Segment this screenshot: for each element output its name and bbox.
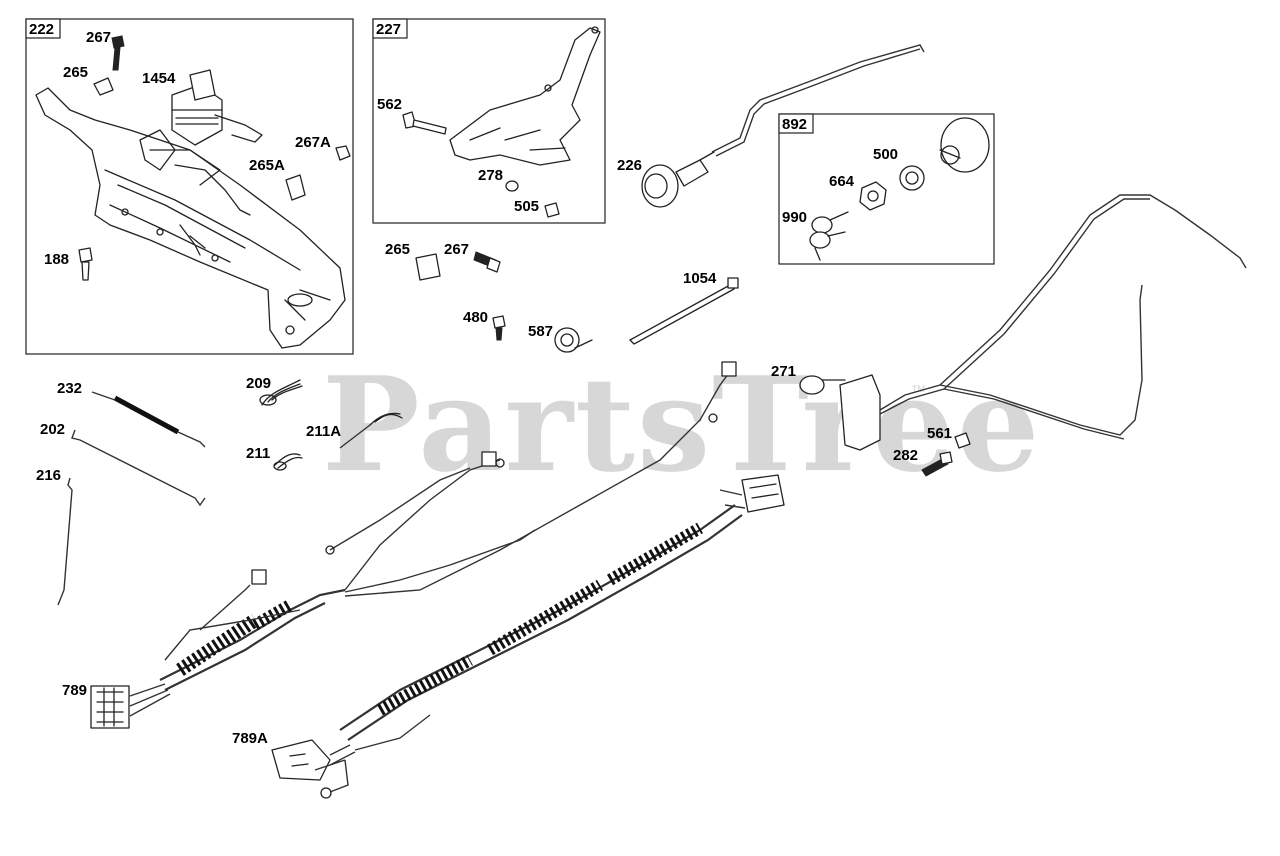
part-265-clip-b xyxy=(415,253,441,281)
callout-562[interactable]: 562 xyxy=(377,96,402,113)
callout-265-b[interactable]: 265 xyxy=(385,241,410,258)
part-202-rod xyxy=(71,429,206,507)
part-211-spring xyxy=(273,453,303,471)
callout-587[interactable]: 587 xyxy=(528,323,553,340)
part-267-bolt-b xyxy=(473,251,501,273)
ignition-switch xyxy=(939,117,990,173)
callout-480[interactable]: 480 xyxy=(463,309,488,326)
callout-267A[interactable]: 267A xyxy=(295,134,331,151)
part-265A-clip xyxy=(285,174,306,201)
callout-500[interactable]: 500 xyxy=(873,146,898,163)
group-892-frame xyxy=(778,113,995,265)
part-480-screw xyxy=(492,315,506,341)
callout-188[interactable]: 188 xyxy=(44,251,69,268)
group-892[interactable]: 892 xyxy=(778,113,995,265)
callout-271[interactable]: 271 xyxy=(771,363,796,380)
part-267-bolt xyxy=(111,35,125,71)
callout-211[interactable]: 211 xyxy=(246,445,270,462)
callout-209[interactable]: 209 xyxy=(246,375,271,392)
part-1054-cable-tie xyxy=(629,277,739,345)
part-226-cable xyxy=(641,44,925,208)
callout-265A[interactable]: 265A xyxy=(249,157,285,174)
part-267A-nut xyxy=(335,145,351,161)
part-216-rod xyxy=(57,477,73,606)
callout-202[interactable]: 202 xyxy=(40,421,65,438)
callout-561[interactable]: 561 xyxy=(927,425,952,442)
part-1454-switch xyxy=(171,69,263,146)
watermark: PartsTree xyxy=(322,348,1041,501)
part-188-bolt xyxy=(78,247,93,281)
part-990-keys xyxy=(809,211,849,261)
callout-265[interactable]: 265 xyxy=(63,64,88,81)
callout-664[interactable]: 664 xyxy=(829,173,855,190)
part-562-bolt xyxy=(402,111,447,135)
callout-1454[interactable]: 1454 xyxy=(142,70,176,87)
part-282-bolt xyxy=(921,451,953,477)
watermark-trademark: TM xyxy=(912,384,925,394)
throttle-lever-bracket xyxy=(449,26,601,166)
group-227[interactable]: 227 xyxy=(372,18,606,224)
callout-990[interactable]: 990 xyxy=(782,209,807,226)
group-227-tag xyxy=(372,18,408,39)
part-664-nut xyxy=(859,181,887,211)
group-892-tag xyxy=(778,113,814,134)
part-211A-spring xyxy=(339,412,403,449)
group-227-frame xyxy=(372,18,606,224)
callout-226[interactable]: 226 xyxy=(617,157,642,174)
group-227-label: 227 xyxy=(376,21,401,38)
part-278-washer xyxy=(505,180,519,192)
callout-267[interactable]: 267 xyxy=(86,29,111,46)
callout-1054[interactable]: 1054 xyxy=(683,270,717,287)
part-265-clip xyxy=(93,77,114,96)
group-222-frame xyxy=(25,18,354,355)
callout-267-b[interactable]: 267 xyxy=(444,241,469,258)
part-232-spring xyxy=(91,391,206,448)
part-505-nut xyxy=(544,202,560,218)
part-789-harness xyxy=(90,361,737,729)
part-500-lockwasher xyxy=(899,165,925,191)
callout-789[interactable]: 789 xyxy=(62,682,87,699)
part-209-spring xyxy=(259,379,303,406)
callout-789A[interactable]: 789A xyxy=(232,730,268,747)
callout-211A[interactable]: 211A xyxy=(306,423,341,440)
group-222[interactable]: 222 xyxy=(25,18,354,355)
group-892-label: 892 xyxy=(782,116,807,133)
callout-282[interactable]: 282 xyxy=(893,447,918,464)
callout-278[interactable]: 278 xyxy=(478,167,503,184)
control-bracket xyxy=(35,87,346,349)
part-789A-harness xyxy=(271,474,785,799)
callout-505[interactable]: 505 xyxy=(514,198,539,215)
callout-216[interactable]: 216 xyxy=(36,467,61,484)
part-271-control xyxy=(799,194,1247,451)
group-222-tag xyxy=(25,18,61,39)
group-222-label: 222 xyxy=(29,21,54,38)
callout-232[interactable]: 232 xyxy=(57,380,82,397)
part-587-clamp xyxy=(554,327,593,353)
part-561-nut xyxy=(954,432,971,449)
